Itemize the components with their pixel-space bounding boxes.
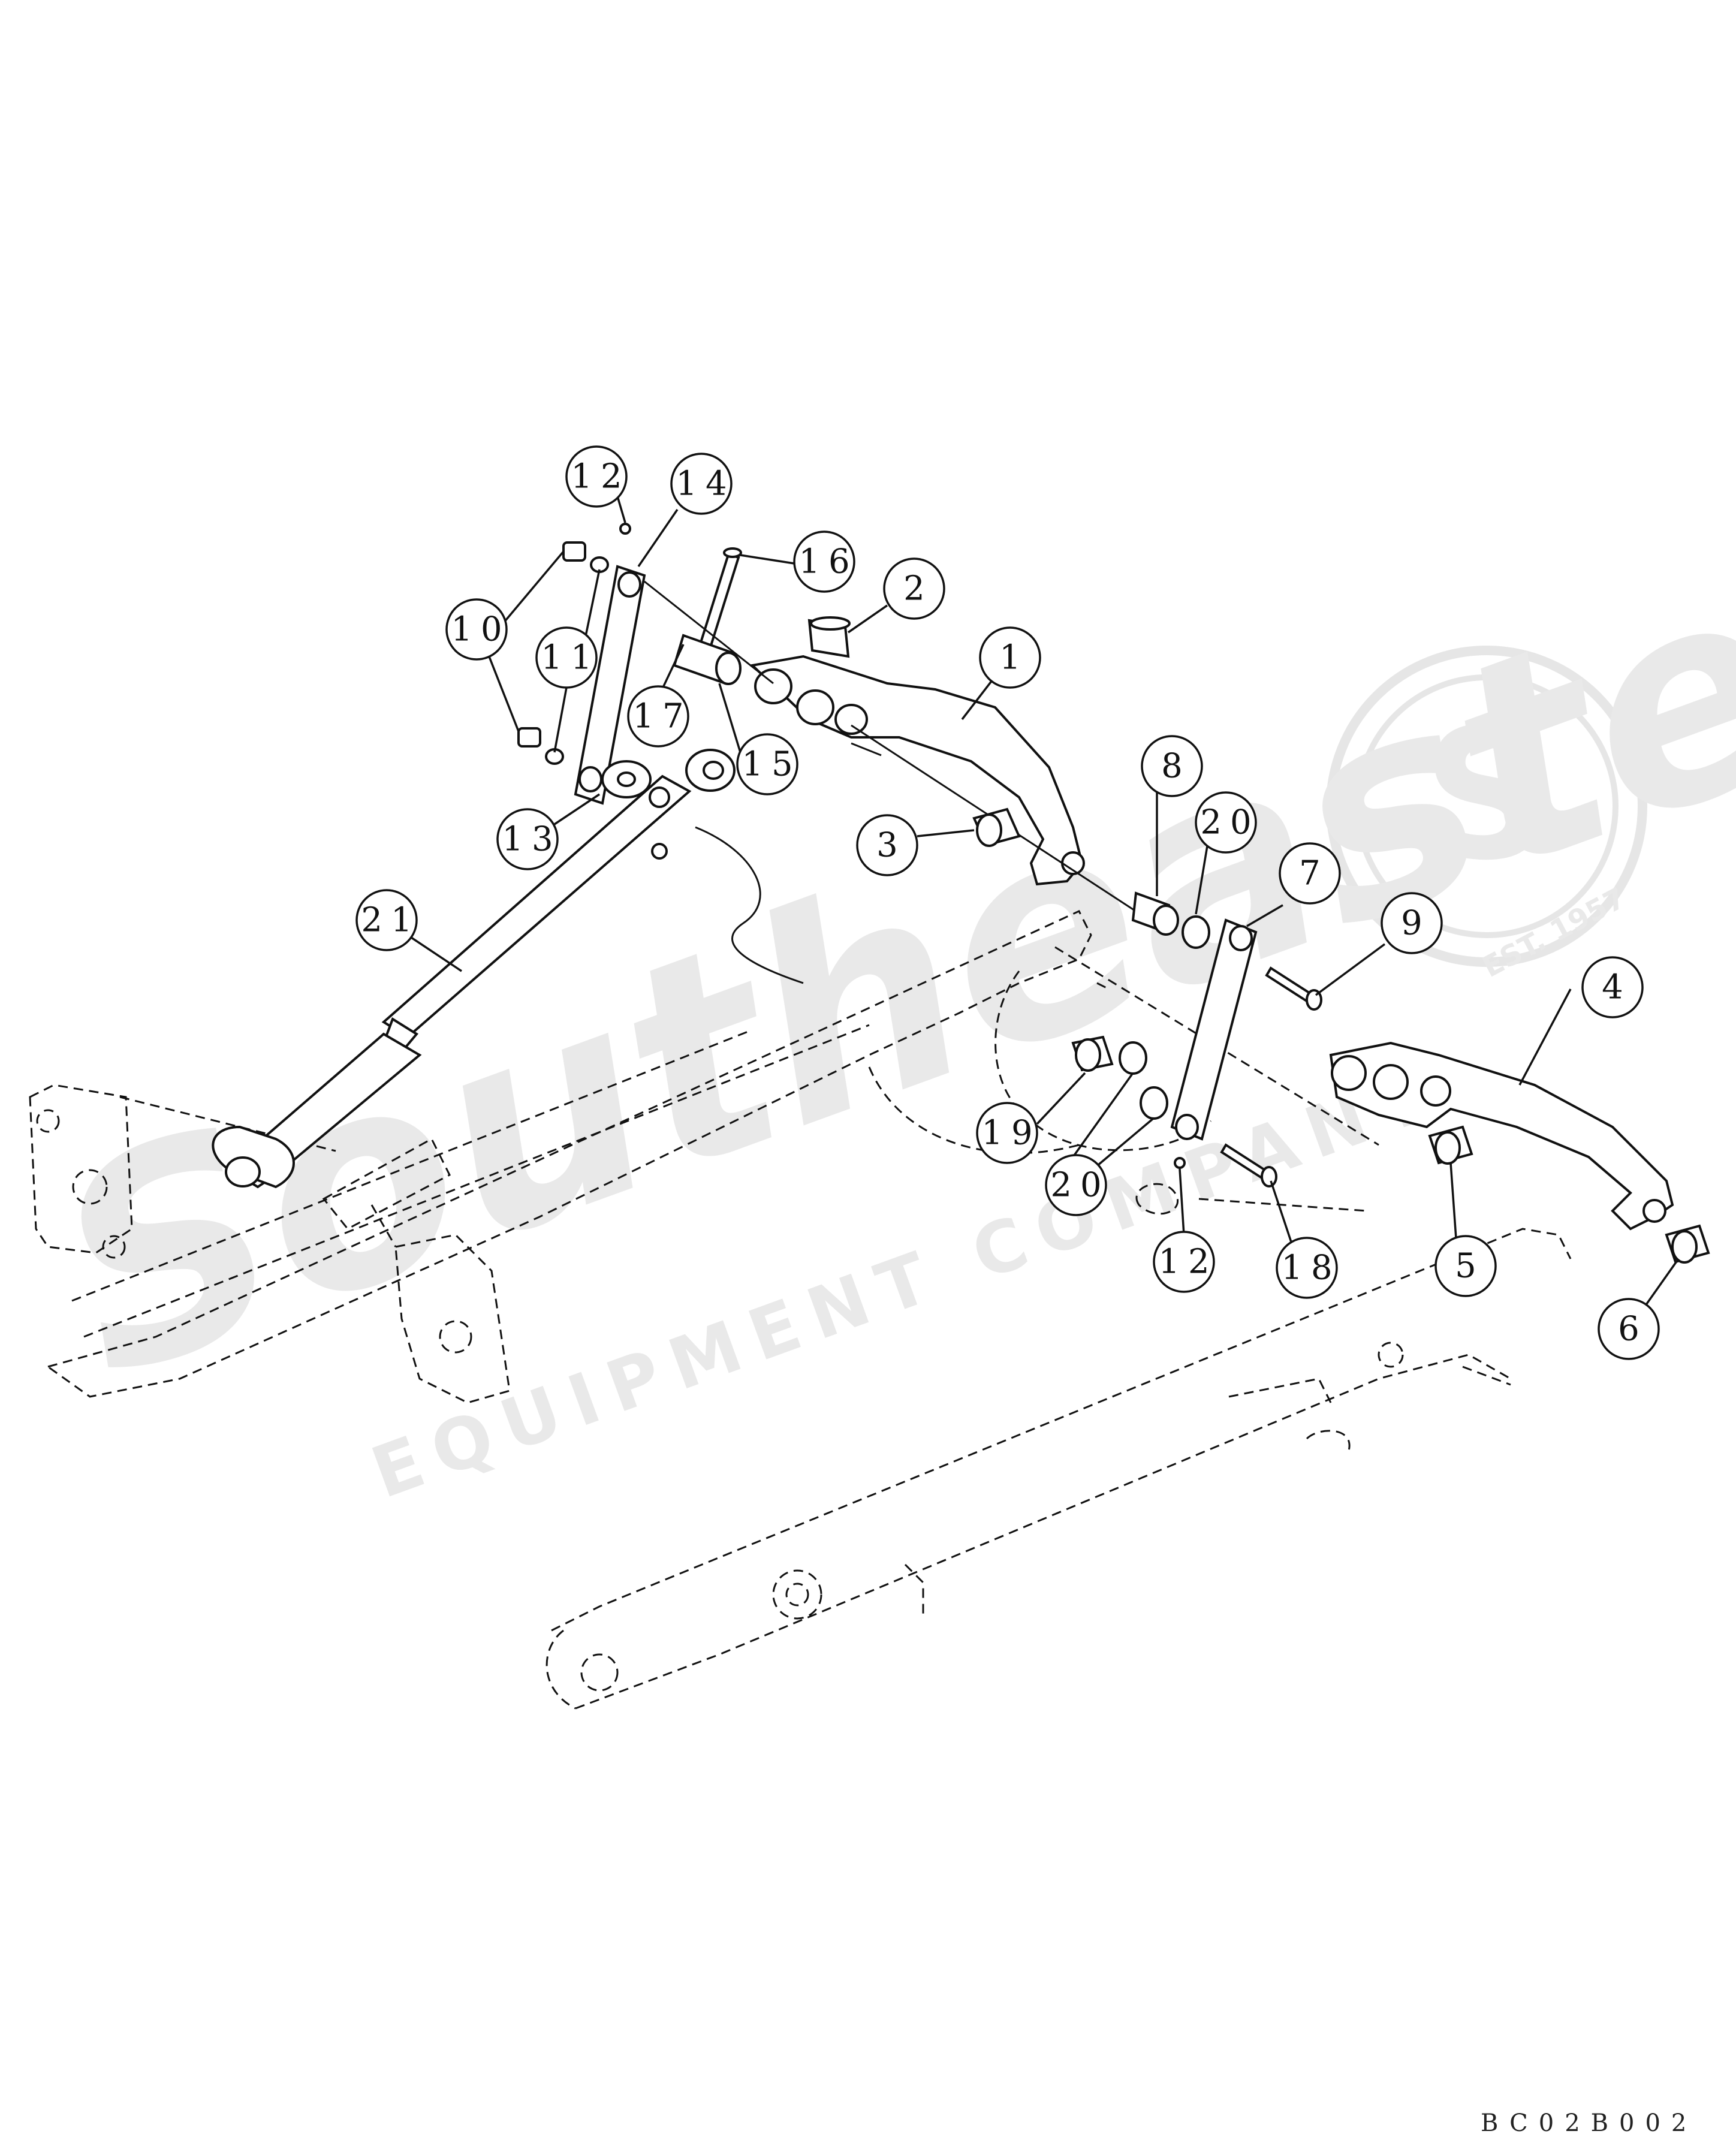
callout-14: 14 xyxy=(670,453,735,515)
callout-2-label: 2 xyxy=(903,569,933,608)
callout-12a-label: 12 xyxy=(571,457,630,496)
callout-9-label: 9 xyxy=(1401,904,1431,943)
part-4-arm xyxy=(1329,1041,1674,1231)
callout-10-label: 10 xyxy=(451,610,510,649)
part-17-sleeve xyxy=(673,634,742,685)
part-19-bushing xyxy=(1071,1035,1114,1072)
callout-4: 4 xyxy=(1581,956,1644,1018)
watermark: S EST. 1957 Southeastern EQUIPMENT COMPA… xyxy=(19,399,1736,1515)
callout-6-label: 6 xyxy=(1618,1310,1648,1349)
callout-20b-label: 20 xyxy=(1050,1166,1110,1205)
part-21-cylinder xyxy=(212,749,736,1189)
part-14-link xyxy=(574,565,646,805)
callout-1: 1 xyxy=(979,626,1041,689)
part-8-bushing xyxy=(1131,891,1179,936)
callout-12b-label: 12 xyxy=(1158,1243,1217,1282)
part-20-washer-low xyxy=(1140,1086,1168,1120)
part-1-arm xyxy=(749,655,1085,886)
callout-13: 13 xyxy=(496,808,561,870)
callout-20a: 20 xyxy=(1195,791,1259,854)
callout-18-label: 18 xyxy=(1281,1249,1340,1288)
callout-16-label: 16 xyxy=(798,542,858,581)
callout-10: 10 xyxy=(445,598,510,661)
callout-7: 7 xyxy=(1279,842,1341,905)
callout-18: 18 xyxy=(1276,1237,1340,1299)
parts xyxy=(212,523,1710,1264)
callout-11-label: 11 xyxy=(541,638,600,677)
leaders xyxy=(407,496,1680,1311)
callout-8: 8 xyxy=(1141,735,1203,797)
callout-21: 21 xyxy=(355,889,420,951)
drawing-code: BC02B002 xyxy=(1481,2109,1697,2137)
part-2-bushing xyxy=(807,616,851,658)
callout-1-label: 1 xyxy=(999,638,1029,677)
callout-5: 5 xyxy=(1434,1235,1497,1297)
callout-8-label: 8 xyxy=(1161,747,1191,786)
part-9-bolt xyxy=(1265,966,1322,1011)
watermark-seal-letter: S xyxy=(1422,691,1551,900)
callout-14-label: 14 xyxy=(676,465,735,504)
callout-2: 2 xyxy=(883,557,945,620)
callout-3: 3 xyxy=(856,814,918,876)
callouts: 12 14 16 2 10 11 1 17 xyxy=(355,445,1660,1360)
callout-12a: 12 xyxy=(565,445,630,508)
part-7-link xyxy=(1170,918,1258,1141)
part-3-bushing xyxy=(972,807,1021,847)
callout-9: 9 xyxy=(1381,892,1443,954)
callout-11: 11 xyxy=(535,626,600,689)
part-5-bushing xyxy=(1428,1125,1473,1165)
callout-5-label: 5 xyxy=(1455,1247,1485,1286)
callout-7-label: 7 xyxy=(1299,854,1329,893)
callout-16: 16 xyxy=(793,531,858,593)
callout-6: 6 xyxy=(1598,1298,1660,1360)
callout-13-label: 13 xyxy=(502,820,561,859)
part-6-bushing xyxy=(1665,1224,1710,1264)
callout-12b: 12 xyxy=(1153,1231,1217,1293)
part-12-fitting-top xyxy=(619,523,631,535)
callout-20a-label: 20 xyxy=(1200,803,1259,842)
part-18-bolt xyxy=(1220,1143,1277,1187)
callout-15: 15 xyxy=(736,733,801,795)
callout-15-label: 15 xyxy=(742,745,801,784)
part-13-washer xyxy=(601,760,652,798)
callout-19: 19 xyxy=(976,1102,1041,1164)
callout-17-label: 17 xyxy=(632,697,692,736)
callout-19-label: 19 xyxy=(981,1114,1041,1153)
part-12-fitting-bottom xyxy=(1174,1157,1186,1169)
callout-3-label: 3 xyxy=(876,826,906,865)
part-20-washer-mid xyxy=(1119,1041,1147,1075)
callout-21-label: 21 xyxy=(361,901,420,940)
callout-17: 17 xyxy=(627,685,692,748)
part-20-washer-top xyxy=(1182,915,1210,949)
phantom-frame xyxy=(29,826,1572,1710)
callout-20b: 20 xyxy=(1045,1154,1110,1216)
callout-4-label: 4 xyxy=(1602,968,1632,1007)
part-16-pin xyxy=(698,547,742,649)
